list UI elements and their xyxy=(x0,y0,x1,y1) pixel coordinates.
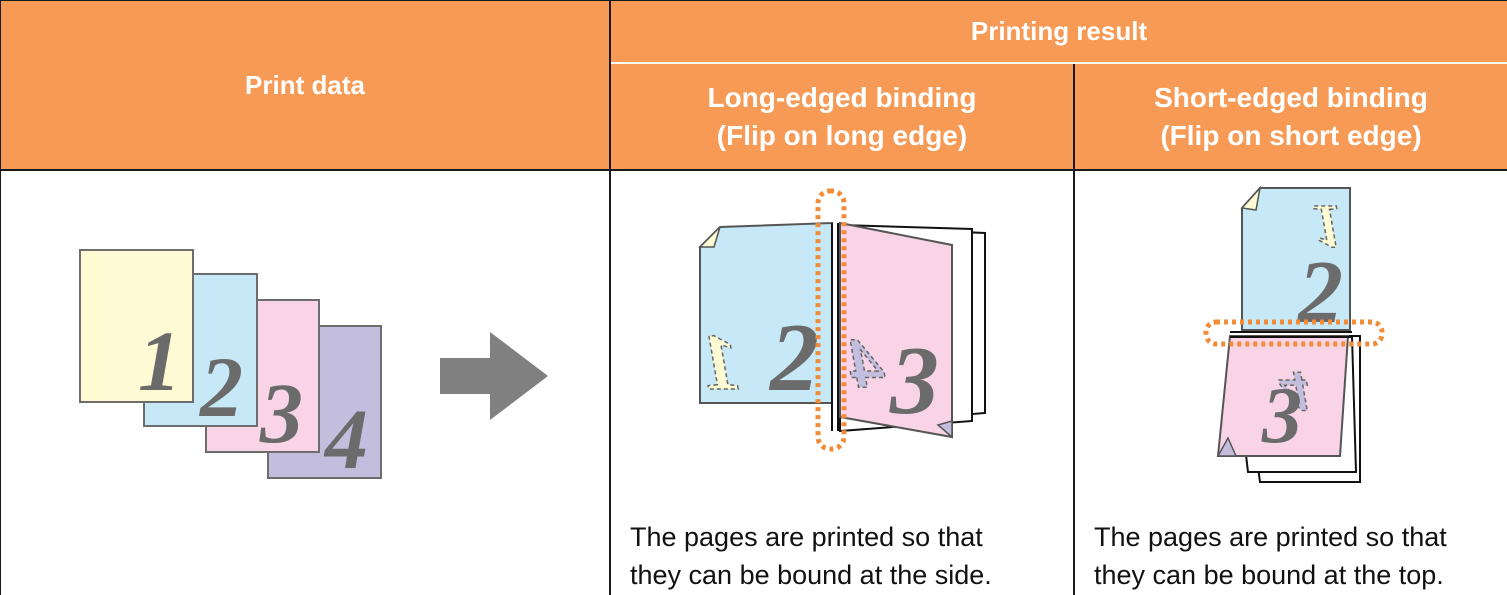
header-print-data: Print data xyxy=(1,1,609,169)
header-long-line1: Long-edged binding xyxy=(707,81,977,113)
header-long-line2: (Flip on long edge) xyxy=(716,119,968,151)
header-divider xyxy=(611,62,1507,64)
ghost-page-4: 4 xyxy=(848,323,886,403)
short-edge-book-illustration: 1 2 4 3 xyxy=(1203,185,1385,483)
short-edge-caption: The pages are printed so that they can b… xyxy=(1094,518,1506,594)
page-3-number: 3 xyxy=(259,365,303,461)
table-top-border xyxy=(0,0,1507,1)
long-edge-book-illustration: 1 2 4 3 xyxy=(698,188,986,452)
header-printing-result-label: Printing result xyxy=(970,16,1148,46)
long-binding-marker xyxy=(815,188,847,452)
ghost-page-4-short: 4 xyxy=(1279,359,1309,424)
page-1-number: 1 xyxy=(138,313,181,409)
long-left-page-number: 2 xyxy=(768,304,819,412)
long-right-page-number: 3 xyxy=(889,327,939,435)
short-caption-line1: The pages are printed so that xyxy=(1094,522,1447,552)
table-left-border xyxy=(0,0,1,595)
print-data-pages-illustration: 1 2 3 4 xyxy=(79,249,548,487)
long-caption-line2: they can be bound at the side. xyxy=(630,560,992,590)
long-edge-caption: The pages are printed so that they can b… xyxy=(630,518,1070,594)
column-divider-2 xyxy=(1073,63,1075,595)
short-bottom-page-number: 3 xyxy=(1261,372,1302,460)
page-1 xyxy=(79,249,194,403)
column-divider-1 xyxy=(609,0,611,595)
right-arrow-icon xyxy=(440,332,548,420)
header-short-edged: Short-edged binding (Flip on short edge) xyxy=(1075,64,1507,169)
long-caption-line1: The pages are printed so that xyxy=(630,522,983,552)
header-bottom-border xyxy=(0,169,1507,171)
header-printing-result: Printing result xyxy=(611,1,1507,62)
short-caption-line2: they can be bound at the top. xyxy=(1094,560,1444,590)
header-long-edged: Long-edged binding (Flip on long edge) xyxy=(611,64,1073,169)
short-top-page-number: 2 xyxy=(1296,243,1343,342)
header-short-line1: Short-edged binding xyxy=(1154,81,1428,113)
page-4-number: 4 xyxy=(323,391,368,487)
ghost-page-1-short: 1 xyxy=(1312,192,1343,260)
header-short-line2: (Flip on short edge) xyxy=(1160,119,1422,151)
ghost-page-1: 1 xyxy=(700,319,740,407)
page-2-number: 2 xyxy=(198,339,243,435)
header-print-data-label: Print data xyxy=(245,69,365,100)
short-binding-marker xyxy=(1203,319,1385,347)
